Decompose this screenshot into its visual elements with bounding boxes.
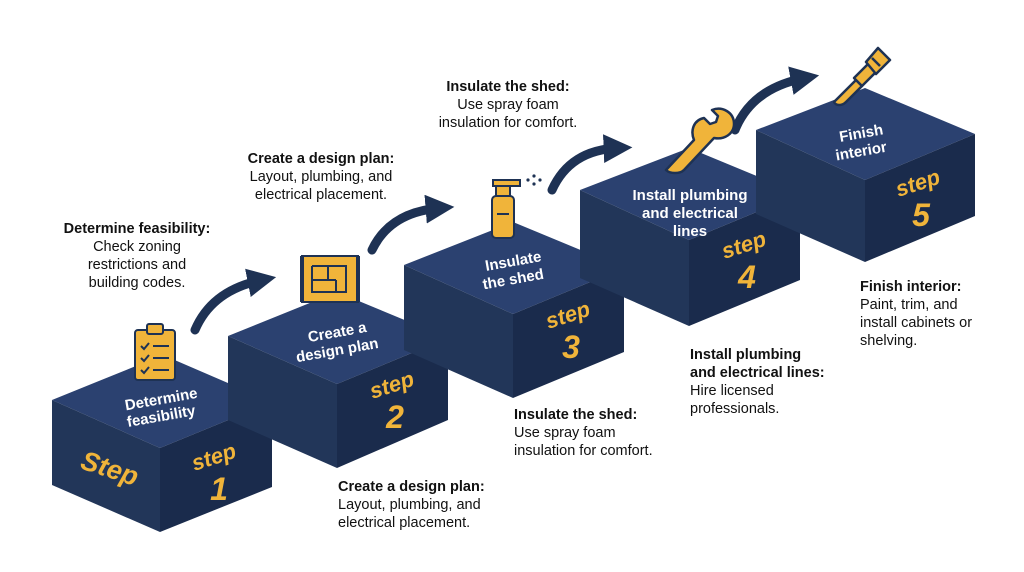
caption-insulate-below: Insulate the shed: Use spray foam insula… (514, 406, 694, 460)
caption-finish-interior: Finish interior: Paint, trim, and instal… (860, 278, 1010, 350)
caption-4-line-1: Hire licensed (690, 383, 774, 399)
caption-2b-line-1: Layout, plumbing, and (338, 497, 481, 513)
step-3-number: 3 (562, 329, 580, 365)
arrow-3-to-4 (547, 134, 633, 195)
caption-4-title-1: Install plumbing (690, 347, 802, 363)
wrench-icon (664, 107, 736, 175)
caption-5-line-2: install cabinets or (860, 315, 973, 331)
arrow-1-to-2 (190, 268, 277, 335)
caption-3a-title: Insulate the shed: (446, 79, 570, 95)
caption-2a-line-1: Layout, plumbing, and (249, 169, 393, 185)
caption-design-plan-below: Create a design plan: Layout, plumbing, … (338, 478, 528, 532)
caption-3b-line-1: Use spray foam (514, 425, 616, 441)
clipboard-checklist-icon (134, 323, 176, 381)
step-4-top-label-2: and electrical (642, 205, 738, 222)
caption-1-line-3: building codes. (88, 275, 186, 291)
caption-design-plan-above: Create a design plan: Layout, plumbing, … (228, 150, 414, 204)
step-4-cube: Install plumbing and electrical lines st… (580, 148, 800, 326)
caption-determine-feasibility: Determine feasibility: Check zoning rest… (44, 220, 230, 292)
step-5-cube: Finish interior step 5 (756, 88, 975, 262)
caption-2a-line-2: electrical placement. (254, 187, 388, 203)
caption-5-line-1: Paint, trim, and (860, 297, 958, 313)
caption-3b-line-2: insulation for comfort. (514, 443, 653, 459)
caption-1-line-2: restrictions and (87, 257, 187, 273)
step-4-top-label-1: Install plumbing (633, 187, 748, 204)
caption-2a-title: Create a design plan: (247, 151, 395, 167)
caption-4-line-2: professionals. (690, 401, 780, 417)
caption-1-line-1: Check zoning (93, 239, 181, 255)
caption-3a-line-1: Use spray foam (457, 97, 559, 113)
caption-install-plumbing: Install plumbing and electrical lines: H… (690, 346, 860, 418)
blueprint-icon (300, 255, 360, 303)
step-2-cube: Create a design plan step 2 (228, 292, 448, 468)
caption-3a-line-2: insulation for comfort. (438, 115, 578, 131)
caption-5-line-3: shelving. (860, 333, 918, 349)
caption-insulate-above: Insulate the shed: Use spray foam insula… (418, 78, 598, 132)
step-4-top-label-3: lines (673, 223, 707, 240)
paintbrush-icon (832, 46, 892, 107)
caption-4-title-2: and electrical lines: (690, 365, 825, 381)
step-5-number: 5 (912, 197, 931, 233)
step-2-number: 2 (385, 399, 404, 435)
caption-3b-title: Insulate the shed: (514, 407, 638, 423)
spray-bottle-icon (491, 174, 542, 239)
step-3-cube: Insulate the shed step 3 (404, 222, 624, 398)
arrow-2-to-3 (367, 194, 455, 255)
caption-2b-title: Create a design plan: (338, 479, 485, 495)
arrow-4-to-5 (730, 66, 820, 135)
step-4-number: 4 (737, 259, 756, 295)
step-1-cube: Determine feasibility Step step 1 (52, 355, 272, 532)
caption-5-title: Finish interior: (860, 279, 962, 295)
step-1-number: 1 (210, 471, 228, 507)
caption-1-title: Determine feasibility: (63, 221, 211, 237)
caption-2b-line-2: electrical placement. (338, 515, 471, 531)
